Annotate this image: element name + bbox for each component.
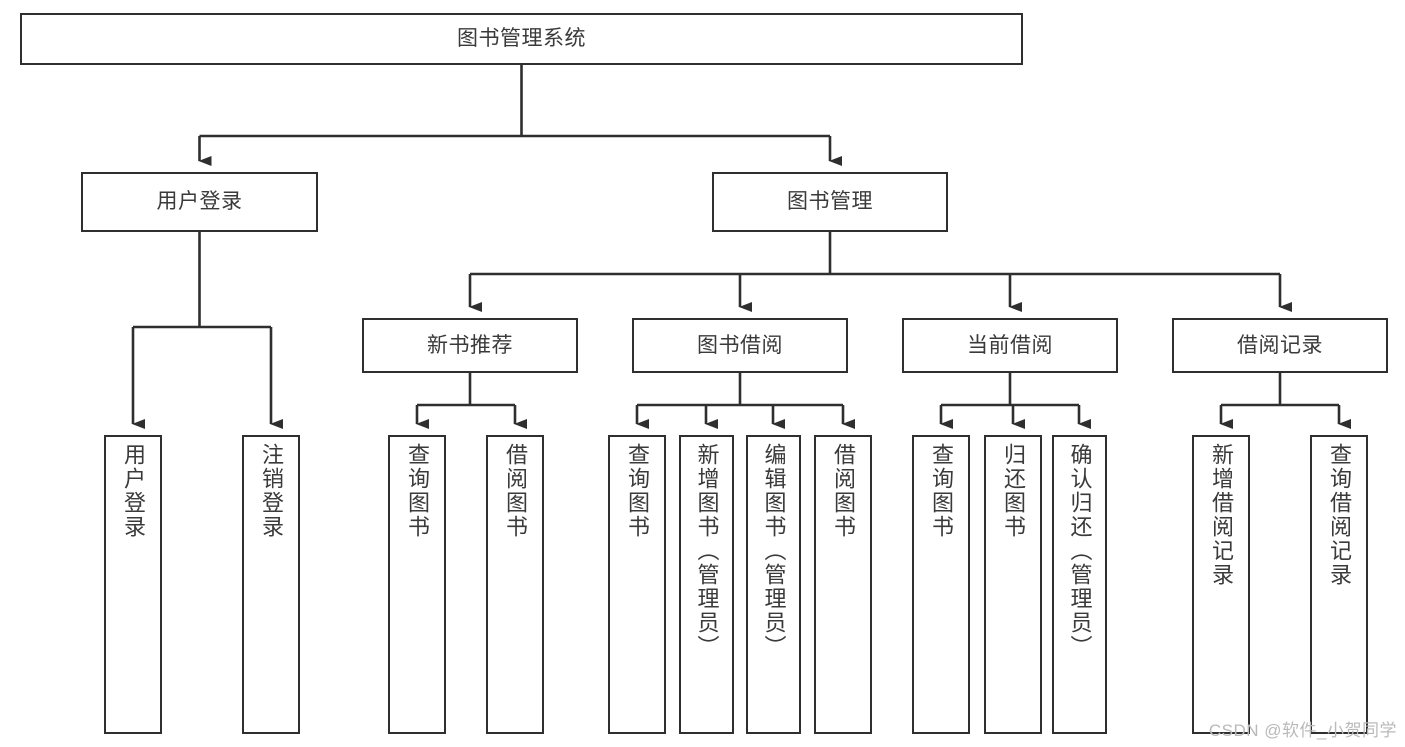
node-leaf-edit-book-label: 编辑图书（管理员） bbox=[761, 443, 787, 659]
node-leaf-query-book-2[interactable]: 查询图书 bbox=[608, 435, 666, 734]
node-leaf-query-record-label: 查询借阅记录 bbox=[1326, 443, 1352, 587]
node-current-borrow[interactable]: 当前借阅 bbox=[902, 318, 1118, 373]
node-leaf-edit-book[interactable]: 编辑图书（管理员） bbox=[746, 435, 801, 734]
node-book-borrow[interactable]: 图书借阅 bbox=[632, 318, 848, 373]
node-leaf-confirm-return-label: 确认归还（管理员） bbox=[1067, 443, 1093, 659]
node-leaf-user-logout-label: 注销登录 bbox=[258, 443, 284, 539]
node-leaf-add-record-label: 新增借阅记录 bbox=[1208, 443, 1234, 587]
node-user-login[interactable]: 用户登录 bbox=[81, 172, 318, 232]
node-leaf-borrow-book-2-label: 借阅图书 bbox=[830, 443, 856, 539]
node-leaf-add-book[interactable]: 新增图书（管理员） bbox=[679, 435, 734, 734]
node-leaf-return-book-label: 归还图书 bbox=[1000, 443, 1026, 539]
node-new-book-rec-label: 新书推荐 bbox=[427, 333, 513, 357]
node-new-book-rec[interactable]: 新书推荐 bbox=[362, 318, 578, 373]
node-leaf-query-book-1-label: 查询图书 bbox=[404, 443, 430, 539]
node-current-borrow-label: 当前借阅 bbox=[967, 333, 1053, 357]
node-root-label: 图书管理系统 bbox=[457, 27, 586, 51]
node-borrow-record-label: 借阅记录 bbox=[1237, 333, 1323, 357]
node-book-manage[interactable]: 图书管理 bbox=[712, 172, 948, 232]
node-leaf-borrow-book-2[interactable]: 借阅图书 bbox=[814, 435, 872, 734]
node-leaf-query-book-1[interactable]: 查询图书 bbox=[388, 435, 446, 734]
node-leaf-query-book-3[interactable]: 查询图书 bbox=[912, 435, 970, 734]
node-leaf-user-login[interactable]: 用户登录 bbox=[104, 435, 162, 734]
node-leaf-add-book-label: 新增图书（管理员） bbox=[694, 443, 720, 659]
node-leaf-query-record[interactable]: 查询借阅记录 bbox=[1310, 435, 1368, 734]
node-book-borrow-label: 图书借阅 bbox=[697, 333, 783, 357]
csdn-watermark: CSDN @软件_小贺同学 bbox=[1208, 721, 1397, 740]
node-root[interactable]: 图书管理系统 bbox=[20, 13, 1023, 65]
node-book-manage-label: 图书管理 bbox=[787, 190, 873, 214]
node-leaf-query-book-2-label: 查询图书 bbox=[624, 443, 650, 539]
node-leaf-add-record[interactable]: 新增借阅记录 bbox=[1192, 435, 1250, 734]
node-leaf-return-book[interactable]: 归还图书 bbox=[984, 435, 1042, 734]
node-leaf-query-book-3-label: 查询图书 bbox=[928, 443, 954, 539]
node-borrow-record[interactable]: 借阅记录 bbox=[1172, 318, 1388, 373]
node-leaf-confirm-return[interactable]: 确认归还（管理员） bbox=[1052, 435, 1107, 734]
node-leaf-user-logout[interactable]: 注销登录 bbox=[242, 435, 300, 734]
node-leaf-borrow-book-1-label: 借阅图书 bbox=[502, 443, 528, 539]
node-user-login-label: 用户登录 bbox=[156, 190, 243, 214]
node-leaf-user-login-label: 用户登录 bbox=[120, 443, 146, 539]
node-leaf-borrow-book-1[interactable]: 借阅图书 bbox=[486, 435, 544, 734]
